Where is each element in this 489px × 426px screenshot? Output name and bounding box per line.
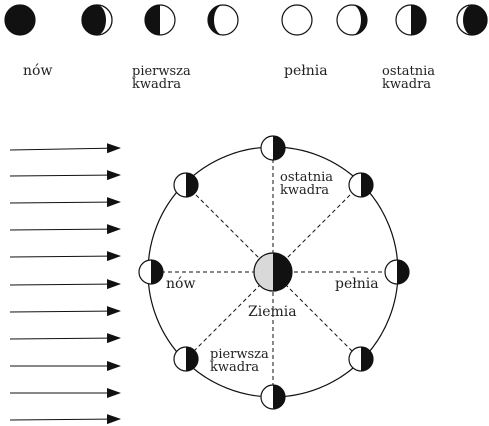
moon-phase-waning-crescent-icon xyxy=(456,4,488,36)
moon-phase-first-quarter-icon xyxy=(144,4,176,36)
orbit-label-first-quarter-line2: kwadra xyxy=(210,360,259,375)
sunlight-arrow xyxy=(9,414,121,425)
label-new-moon: nów xyxy=(23,63,52,79)
sunlight-arrow xyxy=(9,143,121,154)
earth-icon xyxy=(253,252,293,292)
moon-phase-new-icon xyxy=(4,4,36,36)
moon-phase-full-icon xyxy=(281,4,313,36)
sunlight-arrow xyxy=(9,333,121,344)
moon-phase-waxing-crescent-icon xyxy=(81,4,113,36)
orbit-label-first-quarter-line1: pierwsza xyxy=(210,347,269,362)
orbit-label-full-moon: pełnia xyxy=(335,276,379,292)
orbit-moon-top-right xyxy=(348,172,374,198)
orbit-moon-top-left xyxy=(173,172,199,198)
orbit-moon-bottom-right xyxy=(348,346,374,372)
moon-phase-last-quarter-icon xyxy=(395,4,427,36)
orbit-label-last-quarter-line1: ostatnia xyxy=(280,170,333,185)
sunlight-arrow xyxy=(9,170,121,181)
label-full-moon: pełnia xyxy=(284,63,328,79)
phase-sequence-row xyxy=(4,4,488,36)
sunlight-arrow xyxy=(9,279,121,290)
moon-phase-waxing-gibbous-icon xyxy=(207,4,239,36)
orbit-moon-left xyxy=(138,259,164,285)
sunlight-arrow xyxy=(9,197,121,208)
sunlight-arrow xyxy=(9,224,121,235)
moon-phase-waning-gibbous-icon xyxy=(336,4,368,36)
label-first-quarter-line1: pierwsza xyxy=(132,64,191,79)
orbit-moon-bottom xyxy=(260,384,286,410)
label-last-quarter-line2: kwadra xyxy=(382,77,431,92)
label-first-quarter-line2: kwadra xyxy=(132,77,181,92)
label-last-quarter-line1: ostatnia xyxy=(382,64,435,79)
orbit-label-last-quarter-line2: kwadra xyxy=(280,183,329,198)
sunlight-arrow xyxy=(9,306,121,317)
orbit-label-new-moon: nów xyxy=(166,276,195,292)
sunlight-arrow xyxy=(9,251,121,262)
orbit-moon-top xyxy=(260,135,286,161)
orbit-label-earth: Ziemia xyxy=(248,304,297,320)
orbit-moon-bottom-left xyxy=(173,346,199,372)
sunlight-arrows xyxy=(9,143,121,425)
orbit-moon-right xyxy=(384,259,410,285)
